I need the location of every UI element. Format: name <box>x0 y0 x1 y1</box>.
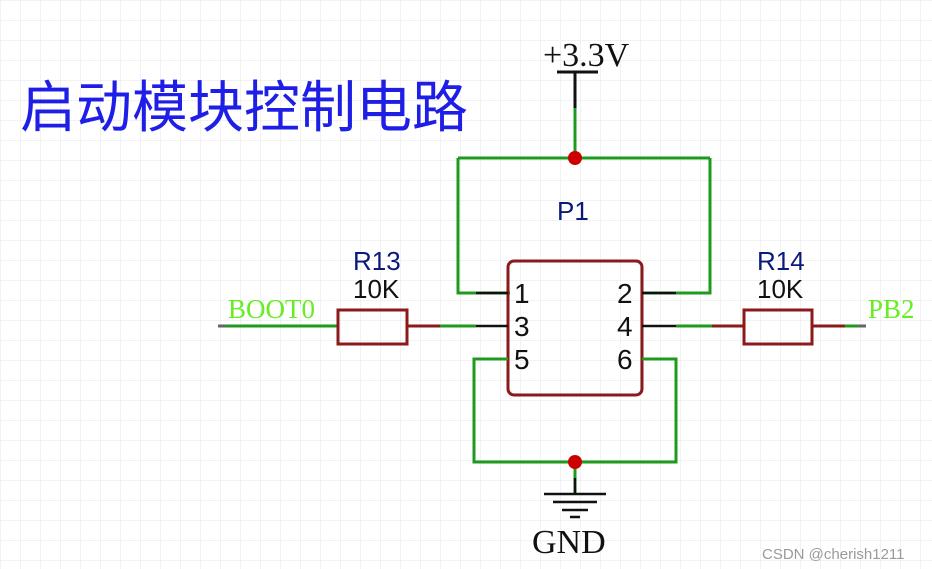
connector-p1: P1 1 2 3 4 5 6 <box>476 196 676 397</box>
net-label-right: PB2 <box>868 294 915 324</box>
resistor-r14-body <box>742 308 814 346</box>
net-label-left: BOOT0 <box>228 294 315 324</box>
resistor-r14-designator: R14 <box>757 246 805 276</box>
diagram-title: 启动模块控制电路 <box>20 78 468 140</box>
pin-label-5: 5 <box>514 344 530 375</box>
ground-label: GND <box>532 524 606 561</box>
resistor-r13-body <box>336 308 409 346</box>
pin-label-3: 3 <box>514 311 530 342</box>
pin-label-4: 4 <box>617 311 633 342</box>
pin-label-1: 1 <box>514 278 530 309</box>
resistor-r14-value: 10K <box>757 274 804 304</box>
resistor-r14: R14 10K <box>742 246 814 346</box>
watermark: CSDN @cherish1211 <box>762 546 905 563</box>
pin-label-6: 6 <box>617 344 633 375</box>
connector-body <box>506 259 644 397</box>
right-net: PB2 <box>676 294 915 328</box>
connector-designator: P1 <box>557 196 589 226</box>
left-net: BOOT0 <box>218 294 476 328</box>
junction-bottom <box>568 455 582 469</box>
ground-symbol: GND <box>532 478 606 561</box>
resistor-r13: R13 10K <box>336 246 409 346</box>
resistor-r13-designator: R13 <box>353 246 401 276</box>
junction-top <box>568 151 582 165</box>
power-label: +3.3V <box>543 37 630 74</box>
resistor-r13-value: 10K <box>353 274 400 304</box>
power-symbol: +3.3V <box>543 37 630 108</box>
pin-label-2: 2 <box>617 278 633 309</box>
